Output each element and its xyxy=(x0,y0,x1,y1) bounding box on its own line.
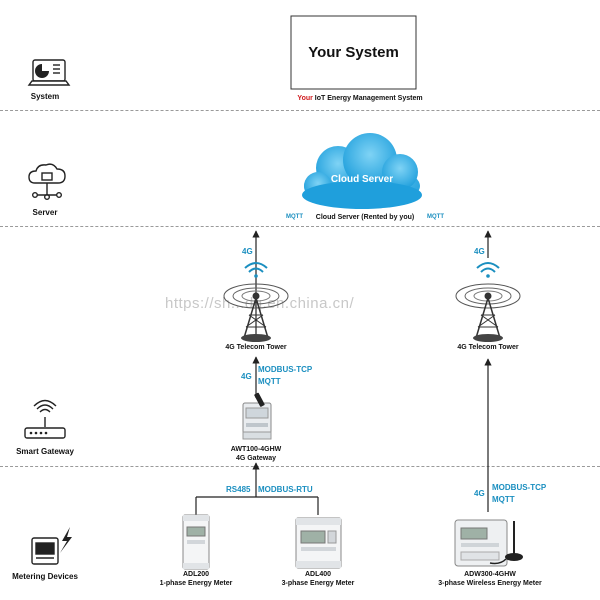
laptop-icon xyxy=(27,59,71,86)
gateway-device-icon xyxy=(242,392,272,440)
telecom-tower-left-icon xyxy=(223,283,289,342)
layer-label-system: System xyxy=(30,92,60,101)
system-caption-highlight: Your xyxy=(297,95,313,102)
system-caption-rest: IoT Energy Management System xyxy=(312,95,423,102)
cloud-network-icon xyxy=(28,163,66,200)
cloud-mqtt-left: MQTT xyxy=(286,214,303,220)
gateway-proto-mqtt: MQTT xyxy=(258,377,281,386)
tower-right-caption: 4G Telecom Tower xyxy=(457,344,519,351)
wireless-proto-modbus-tcp: MODBUS-TCP xyxy=(492,483,547,492)
cloud-icon xyxy=(302,133,422,209)
system-box-title: Your System xyxy=(308,44,399,61)
divider-server-gateway xyxy=(0,226,600,227)
meter-adl200-model: ADL200 xyxy=(182,571,210,578)
meter-adl400-model: ADL400 xyxy=(304,571,332,578)
tower-right-4g-label: 4G xyxy=(474,247,485,256)
divider-gateway-meter xyxy=(0,466,600,467)
gateway-caption: AWT100-4GHW 4G Gateway xyxy=(206,445,306,463)
signal-icon-left xyxy=(244,262,268,278)
meter-adw300-desc: 3-phase Wireless Energy Meter xyxy=(438,580,542,587)
system-caption: Your IoT Energy Management System xyxy=(240,95,480,102)
gateway-model: AWT100-4GHW xyxy=(230,446,282,453)
tower-left-caption: 4G Telecom Tower xyxy=(225,344,287,351)
meter-adw300-icon xyxy=(454,519,523,567)
cloud-caption: Cloud Server (Rented by you) xyxy=(315,214,415,221)
bus-modbus-rtu-label: MODBUS-RTU xyxy=(258,485,313,494)
layer-label-gateway: Smart Gateway xyxy=(16,447,74,456)
cloud-label: Cloud Server xyxy=(330,174,394,185)
divider-system-server xyxy=(0,110,600,111)
wireless-4g-label: 4G xyxy=(474,489,485,498)
meter-adl400-desc: 3-phase Energy Meter xyxy=(281,580,355,587)
meter-adl200-icon xyxy=(182,514,210,570)
meter-adw300-model: ADW300-4GHW xyxy=(464,571,516,578)
meter-adl400-icon xyxy=(295,517,342,569)
system-box xyxy=(290,15,417,90)
bus-rs485-label: RS485 xyxy=(226,485,251,494)
layer-label-server: Server xyxy=(32,208,58,217)
gateway-desc: 4G Gateway xyxy=(235,455,277,462)
meter-adw300-caption: ADW300-4GHW 3-phase Wireless Energy Mete… xyxy=(420,570,560,588)
meter-adl200-desc: 1-phase Energy Meter xyxy=(159,580,233,587)
router-icon xyxy=(24,399,66,439)
meter-adl400-caption: ADL400 3-phase Energy Meter xyxy=(258,570,378,588)
layer-label-metering: Metering Devices xyxy=(12,572,78,581)
wireless-proto-mqtt: MQTT xyxy=(492,495,515,504)
meter-adl200-caption: ADL200 1-phase Energy Meter xyxy=(136,570,256,588)
meter-lightning-icon xyxy=(31,527,72,565)
tower-left-4g-label: 4G xyxy=(242,247,253,256)
signal-icon-right xyxy=(476,262,500,278)
cloud-mqtt-right: MQTT xyxy=(427,214,444,220)
gateway-proto-modbus-tcp: MODBUS-TCP xyxy=(258,365,313,374)
telecom-tower-right-icon xyxy=(455,283,521,342)
gateway-4g-label: 4G xyxy=(241,372,252,381)
